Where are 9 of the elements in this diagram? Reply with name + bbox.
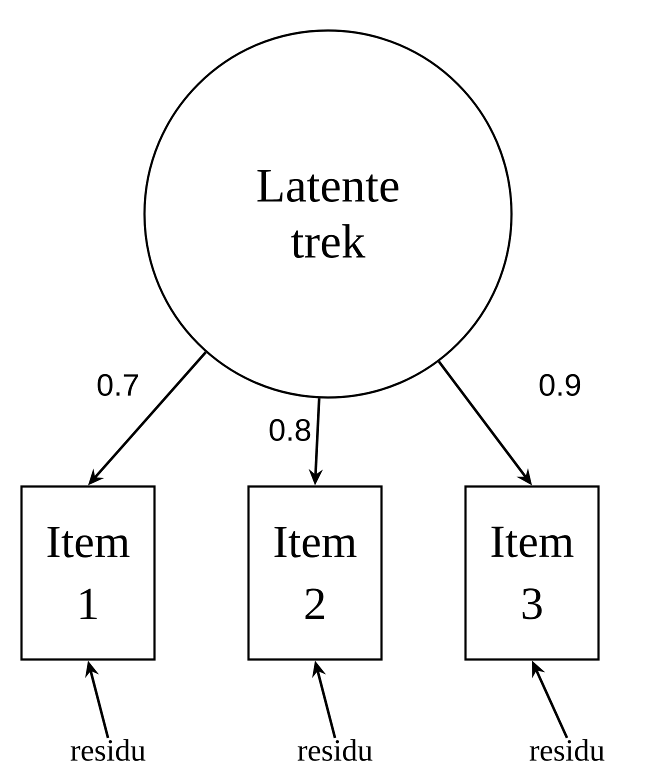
residual-label: residu xyxy=(298,739,372,761)
residual-label: residu xyxy=(530,739,604,761)
edge-label: 0.8 xyxy=(267,418,313,442)
item-box: Item 3 xyxy=(464,485,600,661)
edge-label: 0.7 xyxy=(95,373,141,397)
item-box: Item 1 xyxy=(20,485,156,661)
item-box: Item 2 xyxy=(247,485,383,661)
residual-label: residu xyxy=(70,739,146,761)
edge-label: 0.9 xyxy=(537,373,583,397)
